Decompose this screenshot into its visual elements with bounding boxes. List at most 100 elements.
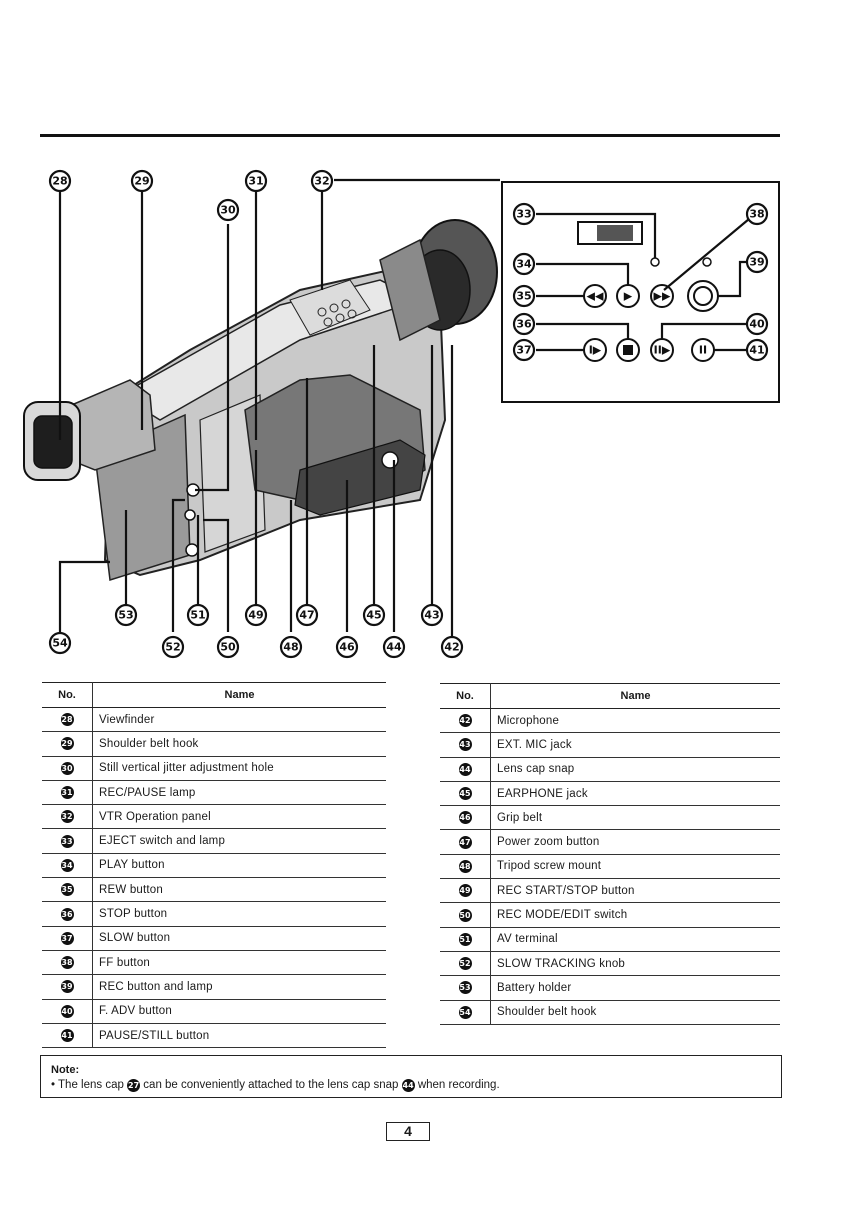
part-number-cell: 35 — [42, 877, 93, 903]
svg-text:29: 29 — [134, 175, 149, 188]
part-number-cell: 41 — [42, 1023, 93, 1049]
part-name-cell: PAUSE/STILL button — [92, 1023, 386, 1049]
part-name-cell: Still vertical jitter adjustment hole — [92, 756, 386, 781]
part-name-cell: SLOW button — [92, 926, 386, 951]
svg-text:34: 34 — [516, 258, 532, 271]
part-number-badge: 49 — [458, 884, 472, 898]
callout-45: 45 — [362, 603, 386, 627]
svg-text:47: 47 — [299, 609, 314, 622]
column-header-no: No. — [440, 683, 491, 709]
leader-lines — [58, 178, 756, 636]
note-title: Note: — [51, 1064, 80, 1076]
note-ref-badge-lens-cap: 27 — [127, 1079, 141, 1092]
svg-text:32: 32 — [314, 175, 329, 188]
svg-text:◀◀: ◀◀ — [587, 290, 604, 303]
column-header-no: No. — [42, 682, 93, 708]
fadv-button-graphic: II▶ — [650, 338, 674, 362]
callout-42: 42 — [440, 635, 464, 659]
part-number-badge: 30 — [60, 761, 74, 775]
part-number-badge: 35 — [60, 883, 74, 897]
column-header-name: Name — [92, 682, 386, 708]
part-name-cell: REC button and lamp — [92, 974, 386, 1000]
callout-34: 34 — [512, 252, 536, 276]
part-number-badge: 28 — [60, 713, 74, 727]
part-name-cell: Shoulder belt hook — [92, 731, 386, 757]
part-number-badge: 34 — [60, 858, 74, 872]
part-name-cell: Power zoom button — [490, 829, 780, 855]
header-rule — [40, 134, 780, 137]
callout-46: 46 — [335, 635, 359, 659]
svg-text:53: 53 — [118, 609, 133, 622]
part-number-badge: 40 — [60, 1004, 74, 1018]
rec-button-graphic — [687, 280, 719, 312]
table-row: 37 SLOW button — [42, 926, 386, 951]
part-name-cell: Tripod screw mount — [490, 854, 780, 880]
part-number-cell: 44 — [440, 757, 491, 782]
part-number-cell: 32 — [42, 804, 93, 830]
part-number-badge: 48 — [458, 859, 472, 873]
part-number-badge: 37 — [60, 931, 74, 945]
part-number-badge: 46 — [458, 811, 472, 825]
part-number-badge: 45 — [458, 787, 472, 801]
svg-text:33: 33 — [516, 208, 531, 221]
part-name-cell: REC START/STOP button — [490, 878, 780, 904]
part-number-badge: 31 — [60, 786, 74, 800]
part-number-badge: 47 — [458, 835, 472, 849]
callout-44: 44 — [382, 635, 406, 659]
svg-text:30: 30 — [220, 204, 236, 217]
callout-28: 28 — [48, 169, 72, 193]
part-number-badge: 29 — [60, 737, 74, 751]
callout-38: 38 — [745, 202, 769, 226]
callout-52: 52 — [161, 635, 185, 659]
part-name-cell: Battery holder — [490, 975, 780, 1001]
part-number-badge: 43 — [458, 738, 472, 752]
table-row: 49 REC START/STOP button — [440, 878, 780, 904]
callout-47: 47 — [295, 603, 319, 627]
part-number-cell: 43 — [440, 732, 491, 758]
part-number-cell: 48 — [440, 854, 491, 880]
callout-50: 50 — [216, 635, 240, 659]
svg-text:31: 31 — [248, 175, 263, 188]
part-number-cell: 39 — [42, 974, 93, 1000]
svg-text:41: 41 — [749, 344, 764, 357]
part-name-cell: STOP button — [92, 901, 386, 927]
table-row: 47 Power zoom button — [440, 829, 780, 855]
callout-33: 33 — [512, 202, 536, 226]
part-name-cell: FF button — [92, 950, 386, 976]
page-number: 4 — [386, 1122, 430, 1141]
svg-text:37: 37 — [516, 344, 531, 357]
part-number-badge: 36 — [60, 907, 74, 921]
callout-51: 51 — [186, 603, 210, 627]
svg-text:II▶: II▶ — [654, 344, 671, 357]
callout-36: 36 — [512, 312, 536, 336]
callout-29: 29 — [130, 169, 154, 193]
part-number-cell: 38 — [42, 950, 93, 976]
callout-49: 49 — [244, 603, 268, 627]
note-text-before: The lens cap — [58, 1079, 124, 1091]
note-text-after: when recording. — [417, 1079, 500, 1091]
part-name-cell: Microphone — [490, 708, 780, 734]
svg-text:35: 35 — [516, 290, 531, 303]
column-header-name: Name — [490, 683, 780, 709]
part-number-cell: 34 — [42, 853, 93, 879]
table-row: 36 STOP button — [42, 901, 386, 927]
callouts: 28 29 30 31 32 33 34 35 36 37 38 39 40 4… — [48, 169, 769, 659]
table-row: 48 Tripod screw mount — [440, 854, 780, 880]
part-number-cell: 36 — [42, 901, 93, 927]
